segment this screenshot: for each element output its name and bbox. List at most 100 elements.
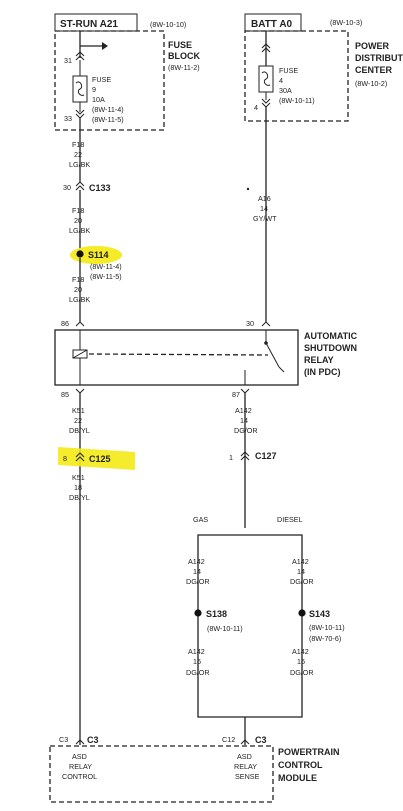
s138-name: S138 — [206, 609, 227, 619]
relay-pin-86: 86 — [61, 319, 69, 328]
pcm-title-1: POWERTRAIN — [278, 747, 340, 757]
s138-ref: (8W-10-11) — [207, 624, 243, 633]
s143-splice-icon — [298, 609, 306, 617]
k51-top-color: DB/YL — [69, 426, 90, 435]
pcm-left-line-2: RELAY — [69, 762, 92, 771]
relay-title-3: RELAY — [304, 355, 334, 365]
fuse-block-ref-a: (8W-11-4) — [92, 105, 124, 114]
a142-top-color: DG/OR — [234, 426, 258, 435]
f18-low-color: LG/BK — [69, 295, 90, 304]
f18-top-code: F18 — [72, 140, 84, 149]
fuse-block-fuse-word: FUSE — [92, 75, 111, 84]
a16-color: GY/WT — [253, 214, 277, 223]
k51-top-code: K51 — [72, 406, 85, 415]
relay-linkage — [88, 353, 269, 356]
f18-mid-gauge: 20 — [74, 216, 82, 225]
a142-diesel-low-code: A142 — [292, 647, 309, 656]
s114-splice-icon — [76, 250, 84, 258]
pcm-pin-right: C12 — [222, 735, 235, 744]
c125-connector-icon — [75, 452, 85, 462]
relay-pin-30: 30 — [246, 319, 254, 328]
a142-diesel-low-color: DG/OR — [290, 668, 314, 677]
s114-ref-b: (8W-11-5) — [90, 272, 122, 281]
a142-gas-code: A142 — [188, 557, 205, 566]
a142-diesel-code: A142 — [292, 557, 309, 566]
fuse-block-pin-33: 33 — [64, 114, 72, 123]
pdc-title-3: CENTER — [355, 65, 393, 75]
pdc-title-1: POWER — [355, 41, 390, 51]
s114-highlight — [70, 246, 122, 264]
f18-top-gauge: 22 — [74, 150, 82, 159]
relay-title-2: SHUTDOWN — [304, 343, 357, 353]
a142-diesel-low-gauge: 16 — [297, 657, 305, 666]
fuse-block-amp: 10A — [92, 95, 105, 104]
st-run-title: ST-RUN A21 — [60, 19, 118, 30]
branch-gas: GAS — [193, 515, 208, 524]
a142-gas-low-color: DG/OR — [186, 668, 210, 677]
s114-ref-a: (8W-11-4) — [90, 262, 122, 271]
a142-diesel-gauge: 14 — [297, 567, 305, 576]
f18-low-code: F18 — [72, 275, 84, 284]
pcm-title-3: MODULE — [278, 773, 317, 783]
a142-gas-gauge: 14 — [193, 567, 201, 576]
fuse-block-title-2: BLOCK — [168, 51, 200, 61]
bus-arrow-icon — [102, 42, 108, 50]
c133-name: C133 — [89, 183, 111, 193]
pdc-fuse-ref: (8W-10-11) — [279, 96, 315, 105]
a16-tap-dot — [246, 187, 250, 191]
f18-low-gauge: 20 — [74, 285, 82, 294]
c127-name: C127 — [255, 451, 277, 461]
k51-low-color: DB/YL — [69, 493, 90, 502]
batt-ref: (8W-10-3) — [330, 18, 362, 27]
c133-pin: 30 — [63, 183, 71, 192]
fuse-block-pin-31: 31 — [64, 56, 72, 65]
pcm-conn-right: C3 — [255, 735, 267, 745]
s114-name: S114 — [88, 250, 109, 260]
merge-bus — [197, 707, 303, 718]
pdc-amp: 30A — [279, 86, 292, 95]
pcm-title-2: CONTROL — [278, 760, 323, 770]
a142-gas-color: DG/OR — [186, 577, 210, 586]
pdc-pin-4: 4 — [254, 103, 258, 112]
relay-title-1: AUTOMATIC — [304, 331, 358, 341]
c125-pin: 8 — [63, 454, 67, 463]
pcm-pin-left: C3 — [59, 735, 68, 744]
c127-pin: 1 — [229, 453, 233, 462]
relay-switch-icon — [265, 342, 280, 368]
c125-name: C125 — [89, 454, 111, 464]
c133-connector-icon — [75, 181, 85, 191]
a142-top-gauge: 14 — [240, 416, 248, 425]
pdc-ref: (8W-10-2) — [355, 79, 387, 88]
k51-low-code: K51 — [72, 473, 85, 482]
pdc-fuse-no: 4 — [279, 76, 283, 85]
pcm-left-line-3: CONTROL — [62, 772, 97, 781]
a142-gas-low-code: A142 — [188, 647, 205, 656]
pcm-outline — [49, 745, 274, 803]
branch-diesel: DIESEL — [277, 515, 303, 524]
a142-diesel-color: DG/OR — [290, 577, 314, 586]
fuse-block-ref-b: (8W-11-5) — [92, 115, 124, 124]
branch-bus — [197, 534, 303, 545]
s143-name: S143 — [309, 609, 330, 619]
pdc-fuse-word: FUSE — [279, 66, 298, 75]
s143-ref-a: (8W-10-11) — [309, 623, 345, 632]
fuse-block-ref: (8W-11-2) — [168, 63, 200, 72]
pdc-title-2: DISTRIBUT — [355, 53, 403, 63]
k51-low-gauge: 18 — [74, 483, 82, 492]
pdc-outline — [244, 30, 349, 122]
a16-code: A16 — [258, 194, 271, 203]
fuse-block-title-1: FUSE — [168, 40, 192, 50]
f18-top-color: LG/BK — [69, 160, 90, 169]
pcm-conn-left: C3 — [87, 735, 99, 745]
pcm-left-line-1: ASD — [72, 752, 87, 761]
fuse-block-fuse-no: 9 — [92, 85, 96, 94]
relay-outline — [54, 329, 299, 386]
s138-splice-icon — [194, 609, 202, 617]
st-run-ref: (8W-10-10) — [150, 20, 186, 29]
relay-pin-85: 85 — [61, 390, 69, 399]
relay-title-4: (IN PDC) — [304, 367, 341, 377]
pcm-right-line-1: ASD — [237, 752, 252, 761]
c125-highlight — [58, 447, 135, 470]
pcm-right-line-3: SENSE — [235, 772, 260, 781]
c127-connector-icon — [240, 451, 250, 461]
